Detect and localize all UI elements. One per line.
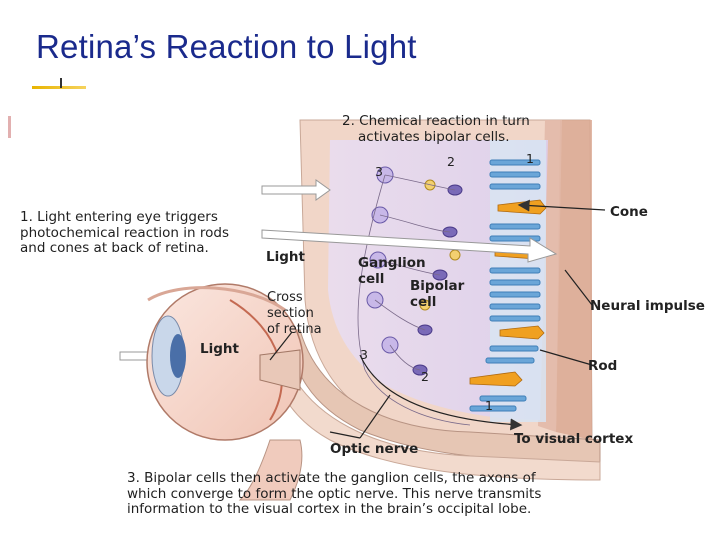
- cross-section-callout: [269, 331, 293, 361]
- light-label-eye: Light: [200, 341, 240, 357]
- step3-line-1: 3. Bipolar cells then activate the gangl…: [127, 470, 536, 486]
- step1-line-1: 1. Light entering eye triggers: [20, 209, 218, 225]
- step1-line-3: and cones at back of retina.: [20, 240, 209, 256]
- neural-impulse-callout: [564, 269, 593, 306]
- ganglion-cell-label-2: cell: [358, 271, 384, 287]
- cone-label: Cone: [610, 204, 648, 220]
- cone-callout: [517, 199, 606, 212]
- ganglion-cell-label-1: Ganglion: [358, 255, 426, 271]
- step3-line-3: information to the visual cortex in the …: [127, 501, 532, 517]
- to-visual-cortex-label: To visual cortex: [514, 431, 633, 447]
- step2-line-2: activates bipolar cells.: [358, 128, 510, 145]
- step-number-bottom-3: 3: [360, 347, 368, 362]
- optic-nerve-callout-a: [359, 394, 391, 439]
- light-label-top: Light: [266, 249, 306, 265]
- step3-line-2: which converge to form the optic nerve. …: [127, 485, 542, 502]
- optic-nerve-label: Optic nerve: [330, 441, 418, 457]
- title-tick-mark: [60, 78, 62, 88]
- side-stripe-decoration: [8, 116, 11, 138]
- slide-title: Retina’s Reaction to Light: [36, 28, 417, 65]
- step1-line-2: photochemical reaction in rods: [20, 224, 229, 241]
- cross-section-label-2: section: [267, 306, 314, 321]
- bipolar-cell-label-1: Bipolar: [410, 278, 465, 294]
- step2-caption: 2. Chemical reaction in turn activates b…: [342, 113, 530, 145]
- step2-line-1: 2. Chemical reaction in turn: [342, 113, 530, 129]
- step-number-bottom-2: 2: [421, 369, 429, 384]
- cross-section-label-1: Cross: [267, 290, 303, 305]
- step-number-bottom-1: 1: [485, 398, 493, 413]
- callout-lines: [269, 199, 606, 439]
- step1-caption: 1. Light entering eye triggers photochem…: [20, 209, 229, 257]
- step-number-top-3: 3: [375, 164, 383, 179]
- eye-illustration: [146, 283, 304, 501]
- title-accent-bar: [32, 86, 86, 89]
- step-number-top-2: 2: [447, 154, 455, 169]
- bipolar-cell-label-2: cell: [410, 294, 436, 310]
- rod-label: Rod: [588, 358, 617, 374]
- to-visual-cortex-path: [359, 354, 523, 431]
- rod-callout: [539, 349, 593, 366]
- rod-cells: [469, 159, 541, 412]
- step3-caption: 3. Bipolar cells then activate the gangl…: [127, 470, 542, 518]
- optic-nerve-callout-b: [329, 431, 361, 439]
- neural-impulse-label: Neural impulse: [590, 298, 705, 314]
- cross-section-label-3: of retina: [267, 322, 322, 337]
- step-number-top-1: 1: [526, 151, 534, 166]
